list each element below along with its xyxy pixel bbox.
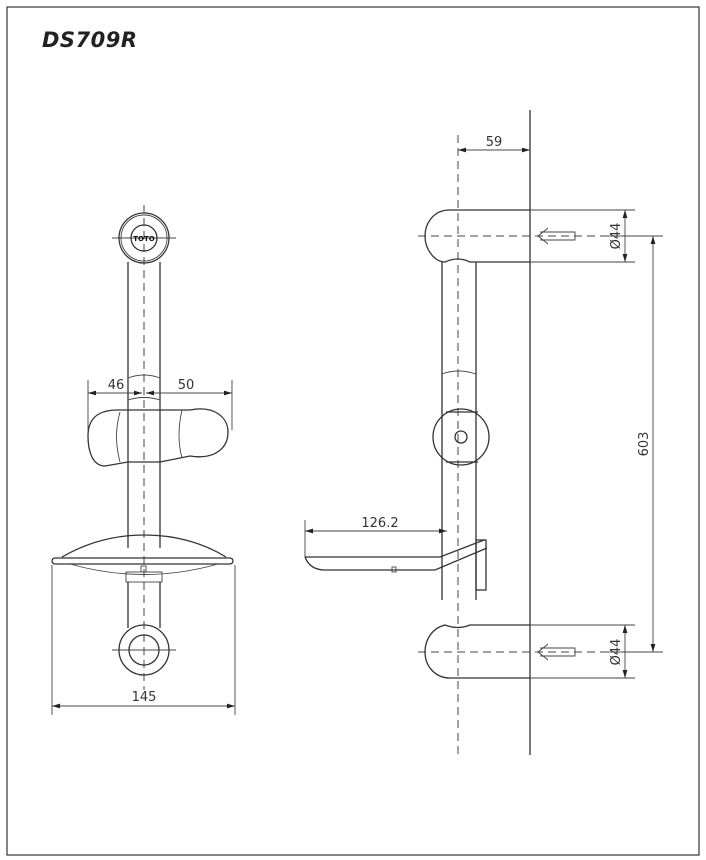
soap-dish-front — [61, 534, 227, 558]
top-bracket-side — [424, 209, 530, 263]
front-view: TOTO 46 50 145 — [51, 205, 236, 715]
drawing-border — [6, 6, 700, 856]
dim-603: 603 — [637, 432, 652, 457]
dim-46: 46 — [108, 378, 125, 393]
top-bracket-front — [118, 212, 170, 264]
logo: TOTO — [133, 235, 155, 243]
soap-dish-side — [304, 539, 488, 571]
side-view: 59 126.2 Ø44 Ø44 603 — [304, 110, 663, 755]
slider-side — [432, 408, 490, 466]
dim-50: 50 — [178, 378, 195, 393]
bottom-bracket-front — [118, 624, 170, 676]
dim-59: 59 — [486, 135, 503, 150]
slider-holder-front — [87, 408, 229, 467]
model-title: DS709R — [42, 28, 138, 52]
dim-126-2: 126.2 — [361, 516, 398, 531]
dim-145: 145 — [132, 690, 157, 705]
bottom-bracket-side — [424, 624, 530, 679]
